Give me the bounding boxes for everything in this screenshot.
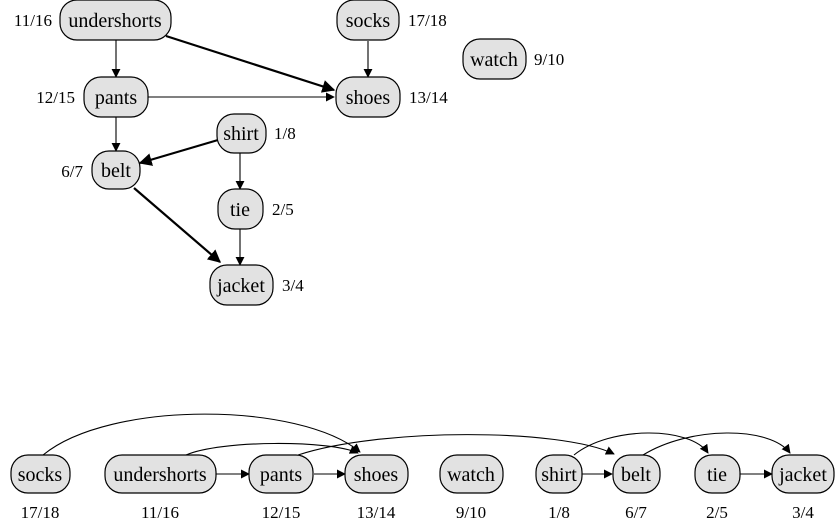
sorted-time-undershorts: 11/16 <box>141 503 179 522</box>
time-tie: 2/5 <box>272 200 294 219</box>
node-label: tie <box>707 464 727 486</box>
node-label: undershorts <box>68 10 162 32</box>
sorted-node-watch: watch 9/10 <box>439 454 504 522</box>
time-jacket: 3/4 <box>282 276 304 295</box>
sorted-time-shoes: 13/14 <box>357 503 396 522</box>
edge-shirt-belt <box>138 138 219 166</box>
sorted-row-curved-edges <box>42 413 791 456</box>
node-label: shoes <box>346 87 391 109</box>
node-pants: pants <box>83 76 149 118</box>
node-label: watch <box>470 49 518 71</box>
node-label: watch <box>447 464 495 486</box>
sorted-node-undershorts: undershorts 11/16 <box>104 454 217 522</box>
node-jacket: jacket <box>209 264 274 306</box>
sorted-time-watch: 9/10 <box>456 503 486 522</box>
time-undershorts: 11/16 <box>14 11 52 30</box>
node-label: undershorts <box>113 464 207 486</box>
node-belt: belt <box>91 150 141 190</box>
node-shirt: shirt <box>216 113 267 154</box>
sorted-node-belt: belt 6/7 <box>612 454 661 522</box>
sorted-time-belt: 6/7 <box>625 503 647 522</box>
sorted-time-socks: 17/18 <box>21 503 60 522</box>
time-belt: 6/7 <box>61 162 83 181</box>
top-graph-edges <box>111 34 373 266</box>
sorted-node-socks: socks 17/18 <box>10 454 71 522</box>
node-label: jacket <box>778 464 827 486</box>
sorted-node-shoes: shoes 13/14 <box>344 454 409 522</box>
node-label: socks <box>18 464 63 486</box>
node-socks: socks <box>336 0 400 41</box>
node-watch: watch <box>462 38 527 80</box>
node-label: pants <box>260 464 302 486</box>
edge-undershorts-shoes <box>165 34 336 93</box>
node-label: shoes <box>354 464 399 486</box>
time-shoes: 13/14 <box>409 88 448 107</box>
edge-undershorts-shoes-curve <box>185 442 359 456</box>
sorted-node-jacket: jacket 3/4 <box>771 454 835 522</box>
node-label: belt <box>101 160 131 182</box>
node-label: socks <box>346 10 391 32</box>
node-label: shirt <box>541 464 577 486</box>
edge-belt-jacket-curve <box>642 432 791 456</box>
time-shirt: 1/8 <box>274 124 296 143</box>
node-shoes: shoes <box>335 76 401 118</box>
node-undershorts: undershorts <box>59 0 172 41</box>
edge-pants-belt-curve <box>297 434 615 456</box>
sorted-time-jacket: 3/4 <box>792 503 814 522</box>
node-tie: tie <box>217 188 264 230</box>
node-label: jacket <box>216 275 265 297</box>
node-label: belt <box>621 464 651 486</box>
node-label: pants <box>95 87 137 109</box>
node-label: tie <box>230 199 250 221</box>
sorted-time-pants: 12/15 <box>262 503 301 522</box>
sorted-node-shirt: shirt 1/8 <box>535 454 583 522</box>
sorted-time-shirt: 1/8 <box>548 503 570 522</box>
edge-socks-shoes-curve <box>42 413 361 456</box>
top-graph-nodes: undershorts 11/16 socks 17/18 watch 9/10… <box>14 0 564 306</box>
time-socks: 17/18 <box>408 11 447 30</box>
sorted-time-tie: 2/5 <box>706 503 728 522</box>
sorted-node-pants: pants 12/15 <box>248 454 314 522</box>
edge-shirt-tie-curve <box>573 432 709 456</box>
node-label: shirt <box>223 123 259 145</box>
sorted-node-tie: tie 2/5 <box>694 454 741 522</box>
time-pants: 12/15 <box>36 88 75 107</box>
edge-belt-jacket <box>133 187 221 263</box>
sorted-row-nodes: socks 17/18 undershorts 11/16 pants 12/1… <box>10 454 835 522</box>
time-watch: 9/10 <box>534 50 564 69</box>
